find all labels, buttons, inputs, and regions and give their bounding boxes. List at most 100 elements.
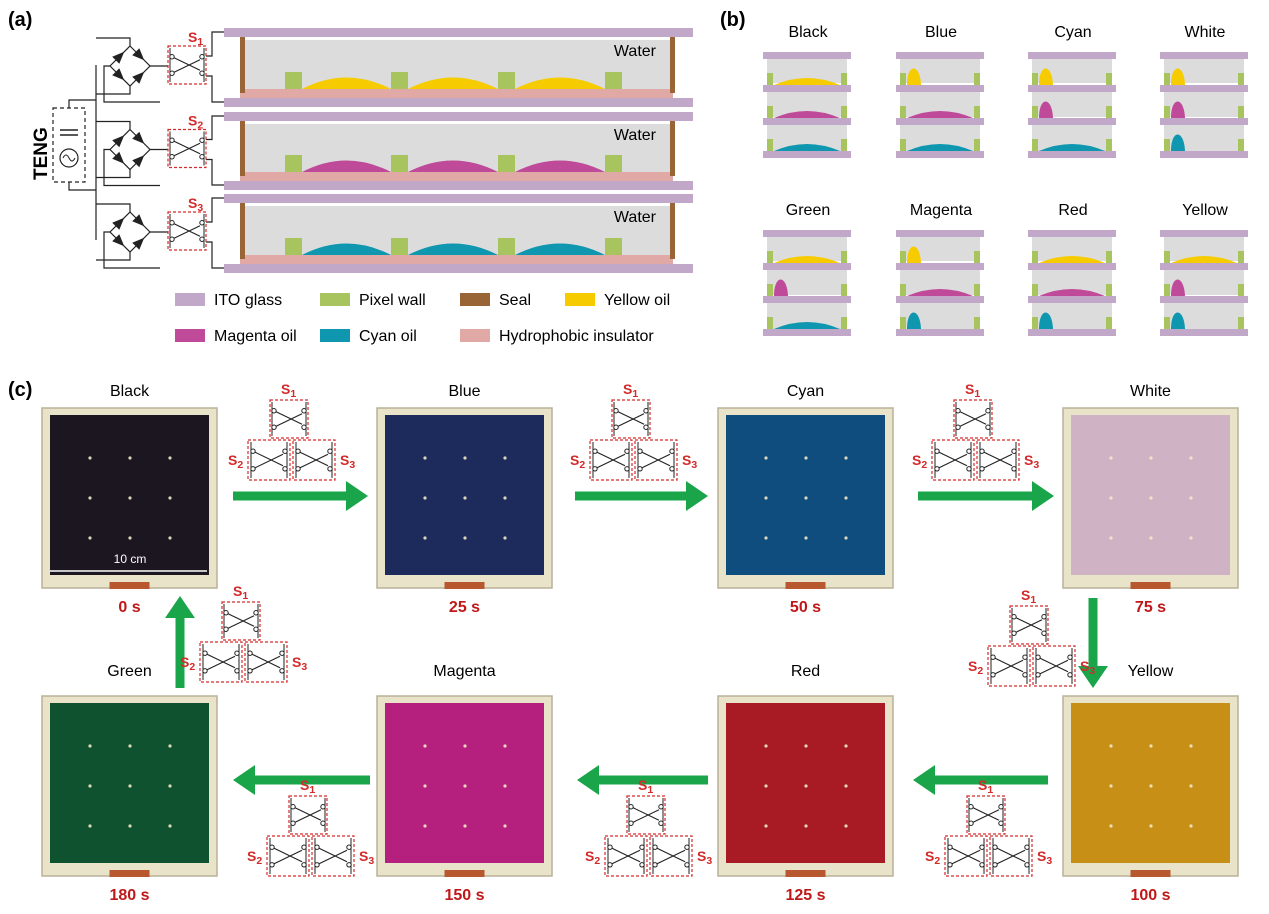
state-label: Yellow [1182, 202, 1228, 219]
ito-glass [763, 296, 851, 303]
pixel-wall [391, 155, 408, 172]
seal-left [240, 203, 245, 259]
diode-icon [112, 217, 125, 230]
state-label: White [1185, 24, 1226, 41]
switch-s1-icon [221, 601, 261, 641]
arrow-cyan-to-white [918, 481, 1054, 511]
connector [1130, 870, 1171, 877]
state-diagram-magenta: Magenta [896, 202, 984, 336]
switch-label-s3: S3 [188, 195, 203, 214]
ewd-cell-layer-2: Water [224, 112, 693, 190]
ito-glass [1160, 329, 1248, 336]
oil-bunched [907, 312, 921, 329]
ito-glass-top [224, 28, 693, 37]
display-panel [385, 703, 544, 863]
switch-s1-icon [953, 399, 993, 439]
oil-bunched [1039, 68, 1053, 85]
oil-spread [907, 111, 973, 118]
pixel-wall [285, 72, 302, 89]
legend-label: Pixel wall [359, 292, 426, 309]
diode-icon [132, 155, 145, 168]
state-diagram-red: Red [1028, 202, 1116, 336]
switch-s1-icon [167, 45, 207, 85]
switch-s1-icon [269, 399, 309, 439]
arrow-blue-to-cyan [575, 481, 708, 511]
time-label: 180 s [109, 887, 149, 904]
switch-s2-icon [944, 835, 988, 877]
state-label: Magenta [910, 202, 972, 219]
oil-droplet [302, 160, 391, 172]
switch-s2-icon [931, 439, 975, 481]
connector [444, 582, 485, 589]
oil-bunched [907, 246, 921, 263]
state-label: Black [110, 383, 150, 400]
legend-item: Pixel wall [320, 292, 426, 309]
switch-label-s2: S2 [228, 452, 243, 471]
oil-spread [774, 78, 840, 85]
oil-bunched [907, 68, 921, 85]
state-label: Blue [925, 24, 957, 41]
connector [444, 870, 485, 877]
switch-s1-icon [611, 399, 651, 439]
state-label: Magenta [433, 663, 495, 680]
ito-glass [1160, 151, 1248, 158]
diode-icon [112, 151, 125, 164]
water-label: Water [614, 209, 657, 226]
oil-droplet [515, 77, 605, 89]
ito-glass [763, 85, 851, 92]
legend-item: Magenta oil [175, 328, 297, 345]
display-panel [385, 415, 544, 575]
arrow-green-to-black [165, 596, 195, 688]
pixel-wall [498, 238, 515, 255]
pixel-wall [498, 155, 515, 172]
switch-s2-icon [266, 835, 310, 877]
switch-label-s2: S2 [247, 848, 262, 867]
legend-item: Yellow oil [565, 292, 670, 309]
oil-spread [774, 322, 840, 329]
connector [109, 870, 150, 877]
pixel-wall [391, 238, 408, 255]
pixel-wall [605, 238, 622, 255]
ito-glass [1160, 52, 1248, 59]
switch-label-s2: S2 [585, 848, 600, 867]
ito-glass [763, 329, 851, 336]
legend-label: Yellow oil [604, 292, 670, 309]
switch-label-s1: S1 [233, 583, 248, 602]
ito-glass [1028, 263, 1116, 270]
time-label: 75 s [1135, 599, 1166, 616]
ito-glass [1160, 296, 1248, 303]
switch-s3-icon [976, 439, 1020, 481]
switch-label-s1: S1 [281, 381, 296, 400]
ito-glass [763, 263, 851, 270]
oil-spread [1039, 256, 1105, 263]
oil-bunched [1171, 68, 1185, 85]
legend-label: ITO glass [214, 292, 282, 309]
switch-s3-icon [292, 439, 336, 481]
oil-droplet [302, 77, 391, 89]
state-label: Red [1058, 202, 1087, 219]
ito-glass [1028, 151, 1116, 158]
legend-label: Magenta oil [214, 328, 297, 345]
diode-icon [112, 68, 125, 81]
ac-source-icon [59, 148, 79, 168]
switch-s3-icon [649, 835, 693, 877]
switch-label-s1: S1 [1021, 587, 1036, 606]
diode-icon [112, 234, 125, 247]
switch-label-s1: S1 [623, 381, 638, 400]
oil-droplet [515, 243, 605, 255]
state-label: Yellow [1128, 663, 1174, 680]
switch-s2-icon [987, 645, 1031, 687]
pixel-wall [605, 155, 622, 172]
time-label: 50 s [790, 599, 821, 616]
diode-icon [132, 131, 145, 144]
switch-s1-icon [1009, 605, 1049, 645]
connector [785, 870, 826, 877]
switch-label-s2: S2 [188, 113, 203, 132]
switch-s2-icon [589, 439, 633, 481]
